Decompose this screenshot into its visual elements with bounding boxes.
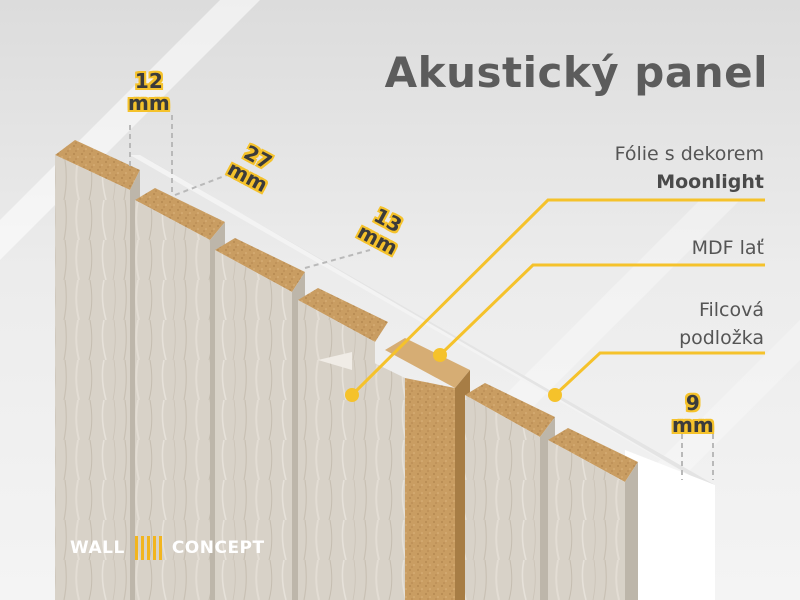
slat-1 bbox=[55, 140, 140, 600]
dimension-12mm: 12 mm bbox=[128, 70, 170, 114]
brand-logo: WALL CONCEPT bbox=[70, 536, 265, 560]
mdf-slat bbox=[385, 338, 470, 600]
label-folie-line2: Moonlight bbox=[656, 171, 764, 193]
callout-leaders bbox=[350, 198, 765, 397]
logo-text-right: CONCEPT bbox=[171, 538, 265, 558]
slats-logo-icon bbox=[134, 536, 162, 560]
callout-dots bbox=[345, 348, 562, 402]
label-felt: Filcová podložka bbox=[679, 296, 764, 352]
logo-text-left: WALL bbox=[70, 538, 125, 558]
dimension-guides bbox=[129, 115, 714, 480]
label-folie-line1: Fólie s dekorem bbox=[614, 143, 764, 165]
slat-2 bbox=[135, 188, 225, 600]
felt-backing bbox=[130, 155, 715, 600]
label-felt-line1: Filcová bbox=[698, 299, 764, 321]
dimension-unit: mm bbox=[672, 413, 714, 437]
slat-6 bbox=[548, 428, 638, 600]
peeled-foil bbox=[318, 352, 405, 600]
dimension-unit: mm bbox=[128, 91, 170, 115]
dimension-9mm: 9 mm bbox=[672, 392, 714, 436]
label-mdf: MDF lať bbox=[691, 237, 764, 259]
slat-5 bbox=[465, 383, 555, 600]
dimension-value: 9 bbox=[685, 391, 700, 415]
label-felt-line2: podložka bbox=[679, 327, 764, 349]
dimension-value: 12 bbox=[134, 69, 163, 93]
page-title: Akustický panel bbox=[384, 48, 768, 97]
label-folie: Fólie s dekorem Moonlight bbox=[615, 140, 764, 196]
